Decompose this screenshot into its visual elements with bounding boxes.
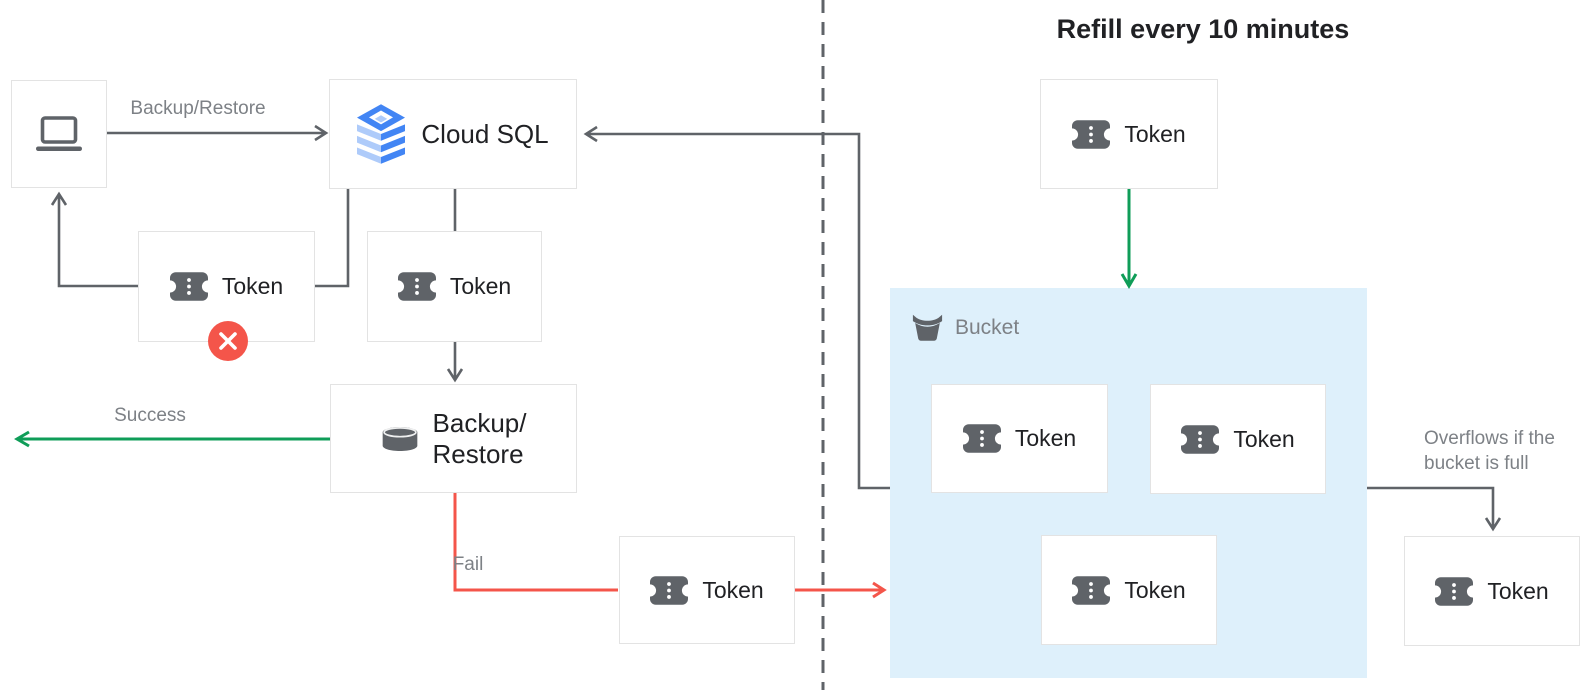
token-label: Token bbox=[449, 273, 512, 299]
arrow-token-to-client bbox=[50, 191, 138, 288]
token-node-bucket-3: Token bbox=[1041, 535, 1217, 645]
token-icon bbox=[1181, 424, 1220, 454]
token-icon bbox=[1435, 576, 1474, 606]
database-cylinder-icon bbox=[382, 426, 417, 451]
token-label: Token bbox=[702, 576, 764, 603]
token-label: Token bbox=[1014, 425, 1077, 451]
token-node-pending: Token bbox=[367, 231, 542, 342]
token-node-bucket-2: Token bbox=[1150, 384, 1326, 494]
cloud-sql-label: Cloud SQL bbox=[421, 118, 549, 149]
token-icon bbox=[397, 272, 436, 301]
token-label: Token bbox=[1124, 120, 1186, 147]
arrow-overflow-to-token bbox=[1367, 486, 1502, 532]
token-label: Token bbox=[1487, 577, 1549, 604]
token-node-consumed: Token bbox=[138, 231, 315, 361]
token-node-bucket-1: Token bbox=[931, 384, 1108, 493]
token-node-fail: Token bbox=[619, 536, 795, 644]
bucket-label: Bucket bbox=[955, 315, 1020, 339]
token-icon bbox=[1072, 119, 1111, 149]
token-node-overflow: Token bbox=[1404, 536, 1580, 646]
line-token-to-cloudsql bbox=[315, 189, 350, 288]
token-label: Token bbox=[1233, 425, 1295, 452]
token-node-refill: Token bbox=[1040, 79, 1218, 189]
error-x-icon bbox=[208, 321, 248, 361]
token-label: Token bbox=[221, 273, 284, 299]
bucket-icon bbox=[912, 314, 943, 341]
token-icon bbox=[169, 272, 208, 301]
cloud-sql-icon bbox=[357, 104, 406, 164]
token-icon bbox=[650, 575, 689, 605]
success-label: Success bbox=[114, 405, 186, 426]
cloud-sql-node: Cloud SQL bbox=[329, 79, 577, 189]
token-icon bbox=[1072, 575, 1111, 605]
backup-restore-arrow-label: Backup/Restore bbox=[130, 98, 266, 119]
backup-restore-label: Backup/ Restore bbox=[432, 407, 527, 469]
backup-restore-node: Backup/ Restore bbox=[330, 384, 577, 493]
client-node bbox=[11, 80, 107, 188]
arrow-refill bbox=[1120, 189, 1138, 289]
arrow-success bbox=[14, 430, 330, 448]
overflow-label: Overflows if the bucket is full bbox=[1424, 428, 1555, 474]
token-icon bbox=[962, 424, 1001, 453]
token-label: Token bbox=[1124, 576, 1186, 603]
refill-title: Refill every 10 minutes bbox=[1056, 14, 1350, 44]
arrow-client-to-cloudsql bbox=[107, 124, 329, 142]
fail-label: Fail bbox=[452, 554, 484, 575]
arrow-bucket-to-cloudsql bbox=[583, 125, 890, 490]
bucket-label-row: Bucket bbox=[912, 313, 1019, 342]
laptop-icon bbox=[36, 116, 82, 151]
arrow-token-to-backup bbox=[446, 342, 464, 383]
